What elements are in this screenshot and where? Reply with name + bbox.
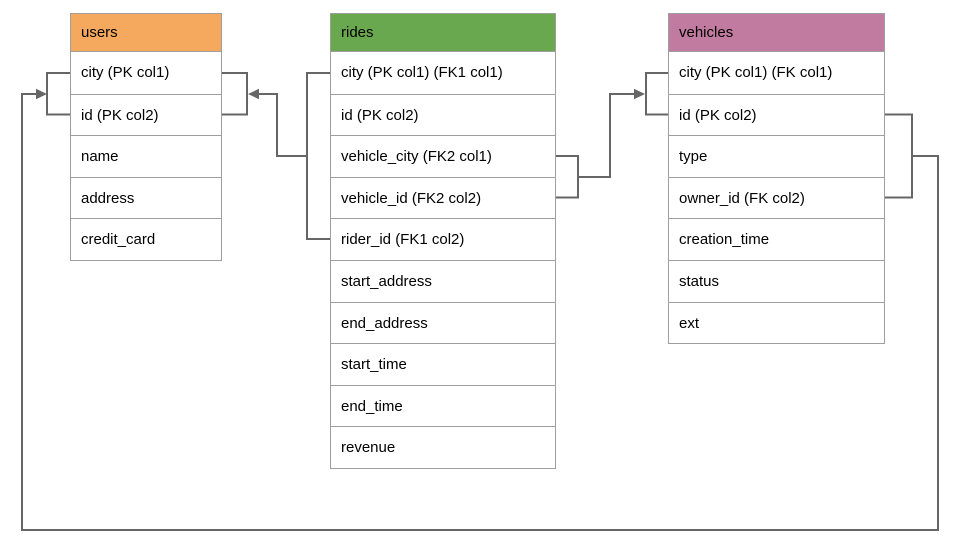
table-row-vehicles: creation_time	[669, 218, 884, 260]
table-row-rides: city (PK col1) (FK1 col1)	[331, 52, 555, 94]
table-rides-rows: city (PK col1) (FK1 col1)id (PK col2)veh…	[331, 52, 555, 468]
table-row-users: city (PK col1)	[71, 52, 221, 94]
rides-to-vehicles-arrowhead	[634, 88, 645, 100]
table-row-rides: revenue	[331, 426, 555, 468]
table-row-rides: start_time	[331, 343, 555, 385]
table-row-vehicles: status	[669, 259, 884, 302]
table-row-users: credit_card	[71, 218, 221, 260]
table-rides-header: rides	[331, 14, 555, 52]
table-row-users: name	[71, 135, 221, 177]
table-row-vehicles: owner_id (FK col2)	[669, 176, 884, 219]
rides-to-users-arrowhead	[248, 88, 259, 100]
table-vehicles-rows: city (PK col1) (FK col1)id (PK col2)type…	[669, 52, 884, 344]
table-row-users: address	[71, 176, 221, 219]
table-row-vehicles: type	[669, 135, 884, 177]
table-row-rides: vehicle_city (FK2 col1)	[331, 135, 555, 177]
table-row-rides: end_time	[331, 384, 555, 427]
table-row-rides: end_address	[331, 301, 555, 344]
table-row-vehicles: city (PK col1) (FK col1)	[669, 52, 884, 94]
table-row-rides: start_address	[331, 259, 555, 302]
vehicles-left-bracket	[645, 72, 668, 116]
table-users-header: users	[71, 14, 221, 52]
users-right-bracket	[222, 72, 248, 116]
rides-to-vehicles-line	[578, 93, 634, 178]
table-row-vehicles: id (PK col2)	[669, 93, 884, 136]
table-row-rides: id (PK col2)	[331, 93, 555, 136]
table-row-users: id (PK col2)	[71, 93, 221, 136]
rides-right-bracket	[556, 155, 579, 199]
users-left-bracket	[46, 72, 70, 116]
table-row-vehicles: ext	[669, 301, 884, 344]
table-vehicles-header: vehicles	[669, 14, 884, 52]
table-row-rides: vehicle_id (FK2 col2)	[331, 176, 555, 219]
table-row-rides: rider_id (FK1 col2)	[331, 218, 555, 260]
rides-left-bracket	[306, 72, 330, 240]
vehicles-right-bracket	[885, 113, 913, 199]
rides-to-users-line	[259, 93, 307, 157]
table-rides: rides city (PK col1) (FK1 col1)id (PK co…	[330, 13, 556, 469]
table-vehicles: vehicles city (PK col1) (FK col1)id (PK …	[668, 13, 885, 345]
vehicles-to-users-arrowhead	[36, 88, 47, 100]
